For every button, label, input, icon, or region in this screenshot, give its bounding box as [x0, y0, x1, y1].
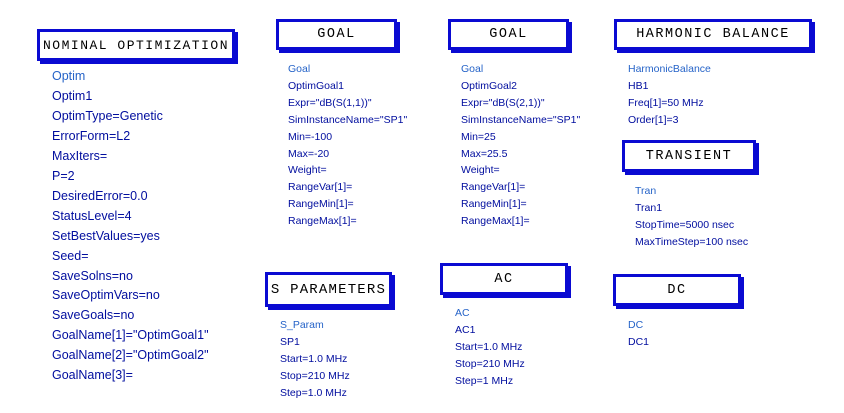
- param-line: Expr="dB(S(2,1))": [461, 96, 545, 109]
- param-line: Max=-20: [288, 147, 330, 160]
- param-line: Tran: [635, 185, 657, 197]
- param-line: SP1: [280, 335, 300, 348]
- param-line: Step=1 MHz: [455, 374, 514, 387]
- param-line: SetBestValues=yes: [52, 228, 160, 243]
- param-line: SaveOptimVars=no: [52, 288, 160, 303]
- param-line: Weight=: [461, 164, 500, 177]
- goal1-block-title[interactable]: GOAL: [276, 19, 397, 50]
- dc-params: DC DC1: [628, 317, 649, 351]
- param-line: Start=1.0 MHz: [455, 340, 523, 353]
- param-line: Min=-100: [288, 130, 333, 143]
- param-line: HB1: [628, 79, 649, 92]
- param-line: Goal: [288, 63, 311, 75]
- param-line: SimInstanceName="SP1": [288, 113, 408, 126]
- param-line: SaveGoals=no: [52, 308, 135, 323]
- param-line: SimInstanceName="SP1": [461, 113, 581, 126]
- param-line: GoalName[1]="OptimGoal1": [52, 328, 209, 343]
- harmonic-balance-block-title[interactable]: HARMONIC BALANCE: [614, 19, 812, 50]
- param-line: StatusLevel=4: [52, 208, 132, 223]
- param-line: Weight=: [288, 164, 327, 177]
- param-line: RangeMax[1]=: [461, 215, 530, 228]
- param-line: HarmonicBalance: [628, 63, 711, 75]
- param-line: Seed=: [52, 248, 89, 263]
- param-line: RangeVar[1]=: [288, 181, 353, 194]
- param-line: Freq[1]=50 MHz: [628, 96, 704, 109]
- param-line: Optim1: [52, 88, 93, 103]
- param-line: Start=1.0 MHz: [280, 352, 348, 365]
- param-line: AC1: [455, 323, 476, 336]
- param-line: Goal: [461, 63, 484, 75]
- param-line: Expr="dB(S(1,1))": [288, 96, 372, 109]
- param-line: MaxTimeStep=100 nsec: [635, 235, 749, 248]
- param-line: SaveSolns=no: [52, 268, 133, 283]
- param-line: OptimGoal1: [288, 79, 345, 92]
- param-line: Stop=210 MHz: [280, 369, 350, 382]
- param-line: MaxIters=: [52, 148, 108, 163]
- transient-block-title[interactable]: TRANSIENT: [622, 140, 756, 172]
- param-line: Stop=210 MHz: [455, 357, 525, 370]
- param-line: Min=25: [461, 130, 496, 143]
- nominal-optimization-block-title[interactable]: NOMINAL OPTIMIZATION: [37, 29, 235, 61]
- param-line: DesiredError=0.0: [52, 188, 148, 203]
- param-line: Order[1]=3: [628, 113, 679, 126]
- param-line: RangeMax[1]=: [288, 215, 357, 228]
- param-line: AC: [455, 307, 470, 319]
- ac-block-title[interactable]: AC: [440, 263, 568, 295]
- param-line: GoalName[3]=: [52, 368, 133, 383]
- dc-block-title[interactable]: DC: [613, 274, 741, 306]
- param-line: ErrorForm=L2: [52, 128, 131, 143]
- param-line: Max=25.5: [461, 147, 508, 160]
- s-parameters-block-title[interactable]: S PARAMETERS: [265, 272, 392, 307]
- param-line: Step=1.0 MHz: [280, 386, 347, 399]
- param-line: OptimGoal2: [461, 79, 518, 92]
- param-line: S_Param: [280, 319, 324, 331]
- param-line: RangeVar[1]=: [461, 181, 526, 194]
- param-line: RangeMin[1]=: [461, 198, 527, 211]
- param-line: DC1: [628, 335, 650, 348]
- param-line: GoalName[2]="OptimGoal2": [52, 348, 209, 363]
- param-line: Optim: [52, 69, 86, 83]
- param-line: DC: [628, 319, 644, 331]
- param-line: P=2: [52, 168, 75, 183]
- param-line: OptimType=Genetic: [52, 108, 163, 123]
- goal2-block-title[interactable]: GOAL: [448, 19, 569, 50]
- param-line: RangeMin[1]=: [288, 198, 354, 211]
- param-line: Tran1: [635, 201, 663, 214]
- param-line: StopTime=5000 nsec: [635, 218, 735, 231]
